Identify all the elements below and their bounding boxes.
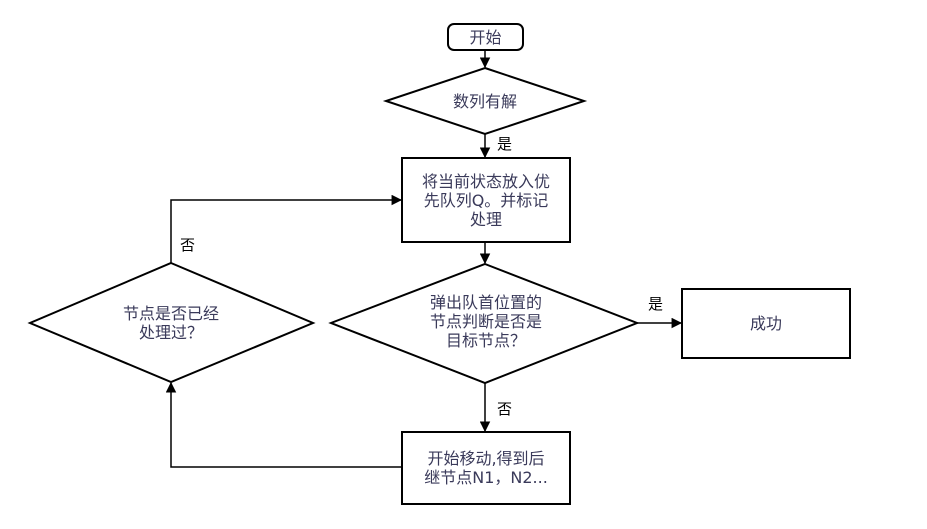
edge-processed-to-push [170, 194, 403, 263]
edge-move-to-processed [165, 381, 402, 468]
processed-line-1: 节点是否已经 [122, 304, 219, 323]
edge-label-solvable-yes: 是 [497, 135, 513, 153]
success-node [681, 288, 851, 359]
edge-label-goal-no: 否 [497, 400, 513, 418]
push-state-line-2: 先队列Q。并标记 [423, 191, 549, 210]
success-label: 成功 [749, 314, 782, 333]
edge-label-processed-no: 否 [180, 236, 196, 254]
start-label: 开始 [469, 28, 502, 47]
is-goal-line-1: 弹出队首位置的 [429, 293, 542, 312]
has-solution-label: 数列有解 [452, 92, 517, 111]
edge-label-goal-yes: 是 [648, 295, 664, 313]
is-goal-label: 弹出队首位置的 节点判断是否是 目标节点？ [405, 293, 567, 350]
push-state-label: 将当前状态放入优 先队列Q。并标记 处理 [405, 172, 567, 229]
move-label: 开始移动,得到后 继节点N1，N2... [405, 449, 567, 487]
push-state-process [401, 157, 571, 243]
is-goal-line-3: 目标节点？ [445, 331, 526, 350]
processed-label: 节点是否已经 处理过？ [96, 304, 246, 342]
move-line-2: 继节点N1，N2... [424, 468, 548, 487]
move-line-1: 开始移动,得到后 [427, 449, 545, 468]
push-state-line-1: 将当前状态放入优 [421, 172, 550, 191]
push-state-line-3: 处理 [469, 210, 502, 229]
is-goal-line-2: 节点判断是否是 [429, 312, 542, 331]
processed-line-2: 处理过？ [138, 323, 203, 342]
